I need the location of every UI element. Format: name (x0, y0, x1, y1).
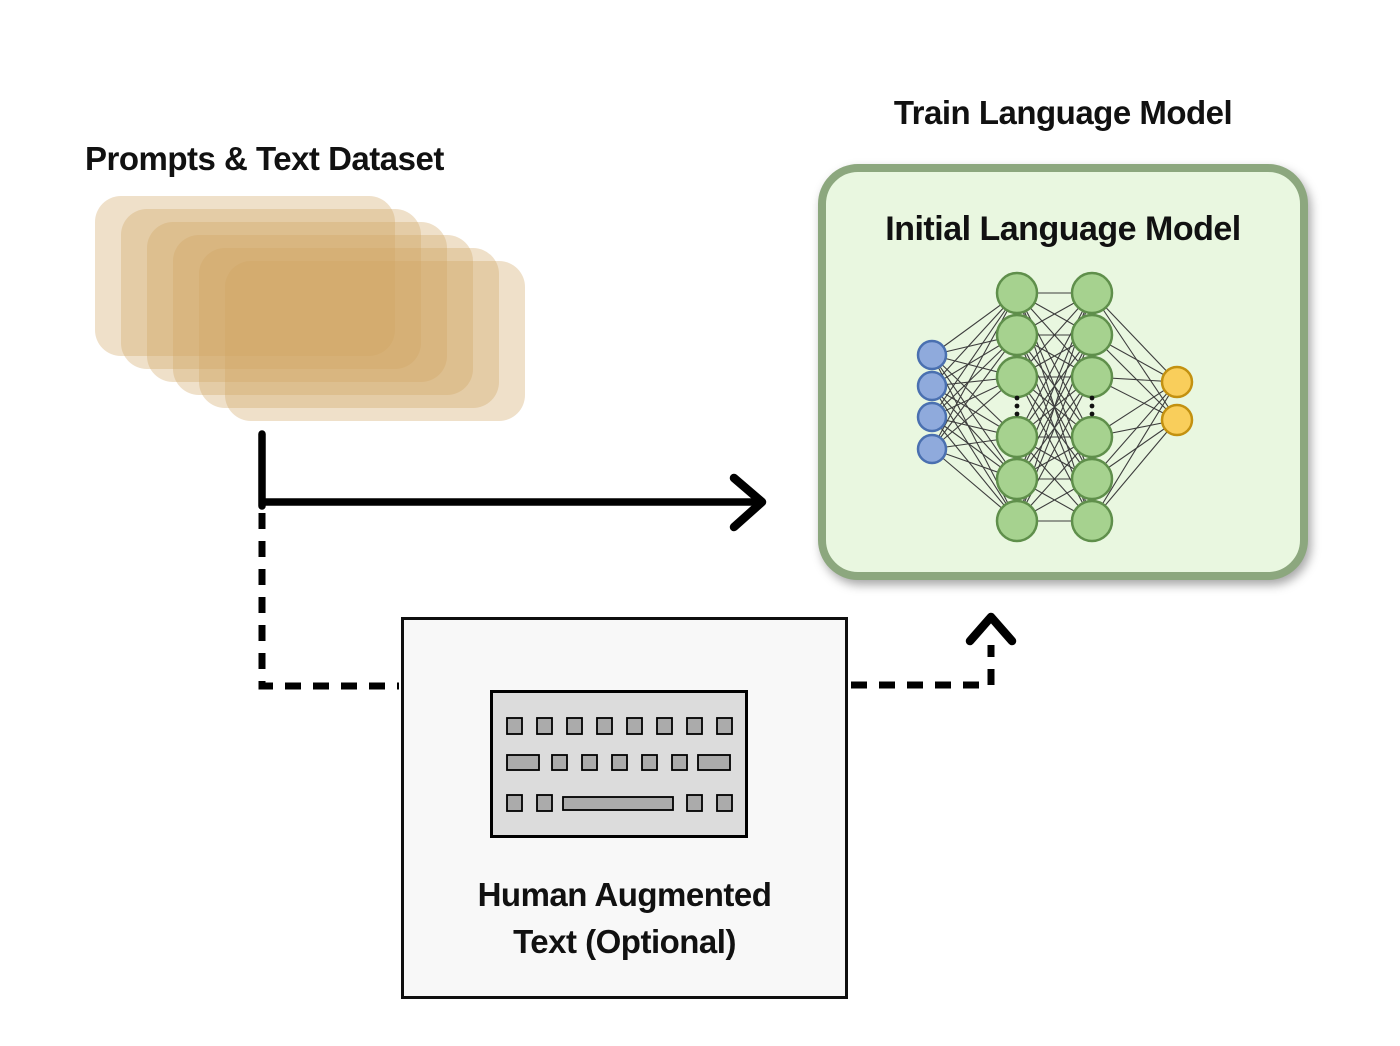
network-edge (1091, 292, 1178, 421)
keyboard-icon (490, 690, 748, 838)
network-node-hidden-1 (995, 355, 1039, 399)
dataset-card (173, 235, 473, 395)
dataset-card (147, 222, 447, 382)
network-node-input (916, 433, 948, 465)
dataset-to-model-arrowhead-icon (729, 473, 767, 532)
initial-language-model-title: Initial Language Model (885, 210, 1241, 248)
network-edge (1016, 292, 1093, 438)
human-label-line-2: Text (Optional) (513, 922, 736, 960)
network-node-hidden-1 (995, 271, 1039, 315)
network-node-hidden-2 (1070, 271, 1114, 315)
dataset-to-human-dashed-line (258, 513, 399, 690)
network-edge (1091, 381, 1178, 480)
dataset-card (225, 261, 525, 421)
human-to-model-dashed-line (851, 645, 995, 689)
network-node-input (916, 401, 948, 433)
network-edge (931, 416, 1018, 522)
network-edge (1091, 381, 1178, 522)
prompts-dataset-card-stack (95, 196, 525, 421)
network-ellipsis-dot (1089, 403, 1095, 409)
network-ellipsis-dot (1089, 395, 1095, 401)
network-edge (1091, 419, 1178, 522)
human-augmented-text-label: Human Augmented Text (Optional) (404, 872, 845, 966)
network-node-output (1160, 365, 1194, 399)
dataset-card (121, 209, 421, 369)
network-node-hidden-1 (995, 313, 1039, 357)
dataset-card (95, 196, 395, 356)
network-ellipsis-dot (1014, 403, 1020, 409)
network-node-input (916, 370, 948, 402)
network-ellipsis-dot (1014, 411, 1020, 417)
dataset-card (199, 248, 499, 408)
network-edge (931, 354, 1018, 480)
network-node-hidden-1 (995, 415, 1039, 459)
network-node-input (916, 339, 948, 371)
network-node-output (1160, 403, 1194, 437)
human-augmented-text-box: Human Augmented Text (Optional) (401, 617, 848, 999)
network-node-hidden-1 (995, 499, 1039, 543)
human-to-model-arrowhead-icon (965, 612, 1017, 646)
neural-network-icon (916, 271, 1194, 543)
network-edge (1016, 376, 1093, 522)
network-node-hidden-2 (1070, 355, 1114, 399)
network-edge (931, 292, 1018, 418)
human-label-line-1: Human Augmented (477, 876, 772, 913)
network-node-hidden-2 (1070, 313, 1114, 357)
network-node-hidden-2 (1070, 415, 1114, 459)
train-language-model-heading: Train Language Model (893, 94, 1233, 131)
network-node-hidden-2 (1070, 499, 1114, 543)
network-node-hidden-1 (995, 457, 1039, 501)
network-edge (931, 385, 1018, 522)
initial-language-model-box: Initial Language Model (818, 164, 1308, 580)
network-ellipsis-dot (1089, 411, 1095, 417)
network-edge (931, 334, 1018, 450)
prompts-dataset-title: Prompts & Text Dataset (85, 140, 444, 177)
network-ellipsis-dot (1014, 395, 1020, 401)
network-node-hidden-2 (1070, 457, 1114, 501)
network-edge (931, 292, 1018, 450)
